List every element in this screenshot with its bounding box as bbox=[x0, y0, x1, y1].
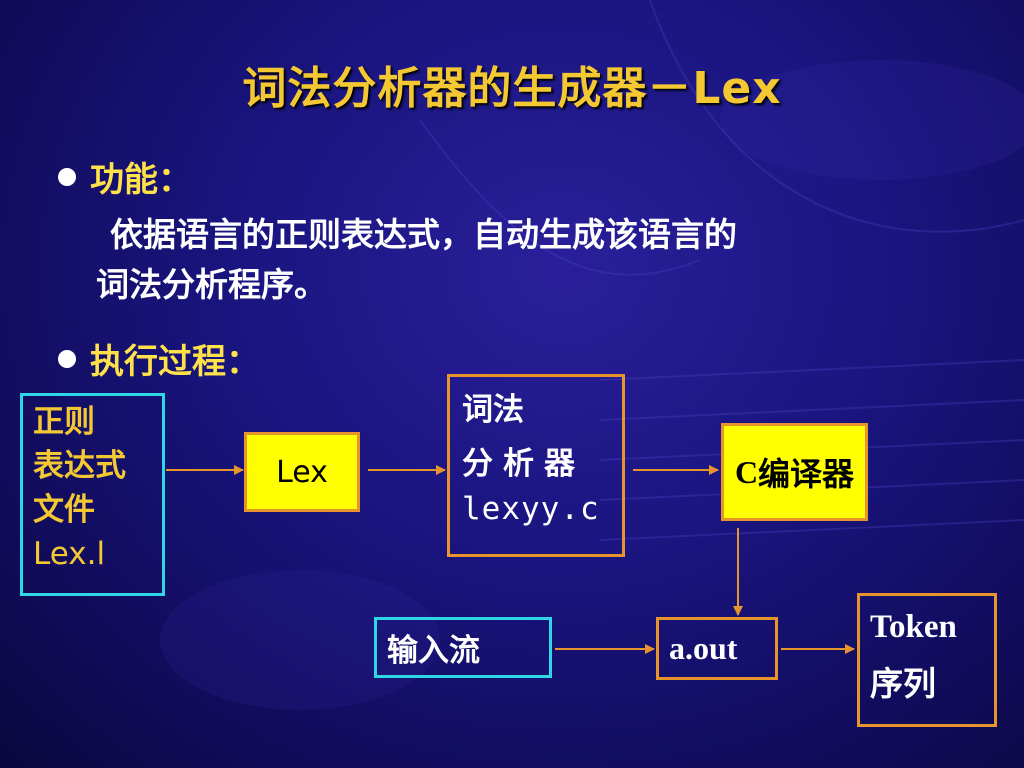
token-line1: Token bbox=[870, 609, 957, 645]
lex-tool-box: Lex bbox=[244, 432, 360, 512]
function-description: 依据语言的正则表达式，自动生成该语言的 词法分析程序。 bbox=[96, 210, 986, 310]
process-label: 执行过程： bbox=[90, 342, 260, 382]
lexer-program-box: 词法 分析器 lexyy.c bbox=[447, 374, 625, 557]
input-stream-box: 输入流 bbox=[374, 617, 552, 678]
compiler-prefix: C bbox=[734, 453, 759, 490]
lex-label: Lex bbox=[276, 454, 328, 490]
token-line2: 序列 bbox=[870, 664, 936, 703]
function-text-line2: 词法分析程序。 bbox=[96, 265, 327, 304]
function-label: 功能： bbox=[90, 160, 192, 200]
source-line2: 表达式 bbox=[33, 448, 126, 484]
aout-label: a.out bbox=[669, 630, 738, 666]
regex-source-file-box: 正则 表达式 文件 Lex.l bbox=[20, 393, 165, 596]
bullet-dot-icon bbox=[58, 349, 76, 368]
input-label: 输入流 bbox=[387, 633, 480, 669]
bullet-process: 执行过程： bbox=[58, 334, 260, 383]
source-line4: Lex.l bbox=[33, 536, 106, 572]
source-line1: 正则 bbox=[33, 404, 95, 440]
aout-box: a.out bbox=[656, 617, 778, 680]
lexyy-line2: 分析器 bbox=[462, 446, 585, 482]
source-line3: 文件 bbox=[33, 492, 95, 528]
bullet-dot-icon bbox=[58, 167, 76, 186]
lexyy-line1: 词法 bbox=[462, 392, 524, 428]
bullet-function: 功能： bbox=[58, 152, 192, 201]
lexyy-line3: lexyy.c bbox=[462, 491, 600, 527]
function-text-line1: 依据语言的正则表达式，自动生成该语言的 bbox=[110, 215, 737, 254]
slide-title: 词法分析器的生成器－Lex bbox=[242, 63, 782, 114]
compiler-label: 编译器 bbox=[758, 455, 855, 493]
token-sequence-box: Token 序列 bbox=[857, 593, 997, 727]
